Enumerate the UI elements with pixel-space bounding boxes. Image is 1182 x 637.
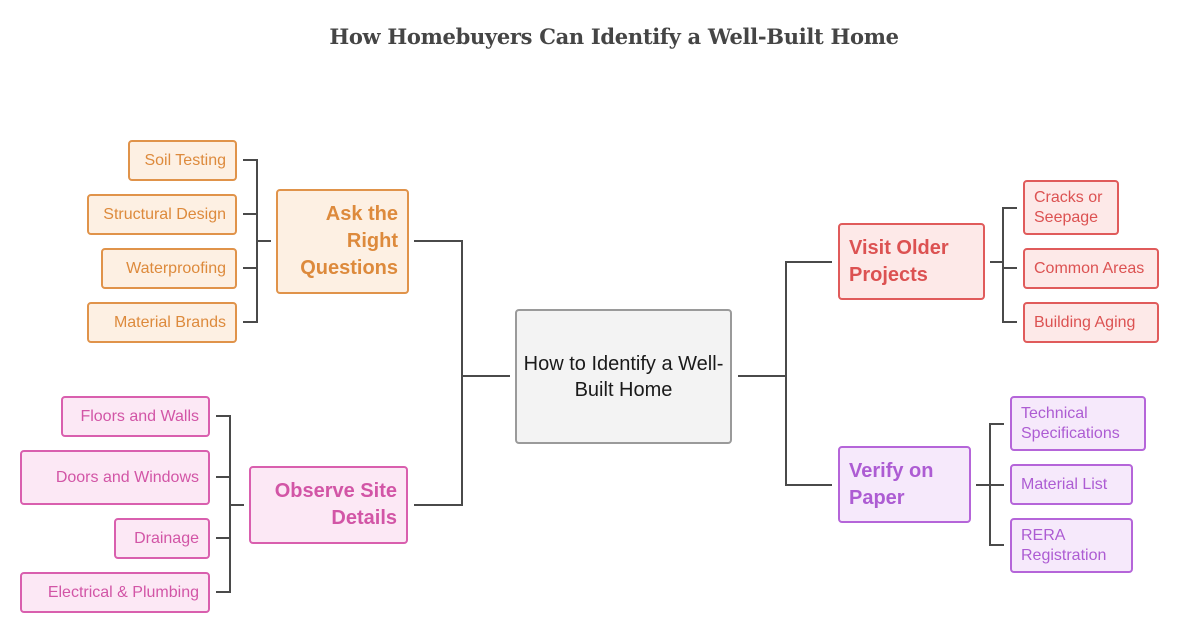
leaf-soil-testing: Soil Testing: [128, 140, 237, 181]
branch-verify-on-paper: Verify on Paper: [838, 446, 971, 523]
leaf-common-areas: Common Areas: [1023, 248, 1159, 289]
leaf-material-list: Material List: [1010, 464, 1133, 505]
leaf-cracks-or-seepage: Cracks or Seepage: [1023, 180, 1119, 235]
leaf-technical-specifications: Technical Specifications: [1010, 396, 1146, 451]
branch-ask-right-questions: Ask the Right Questions: [276, 189, 409, 294]
central-topic: How to Identify a Well-Built Home: [515, 309, 732, 444]
leaf-drainage: Drainage: [114, 518, 210, 559]
leaf-structural-design: Structural Design: [87, 194, 237, 235]
leaf-rera-registration: RERA Registration: [1010, 518, 1133, 573]
leaf-waterproofing: Waterproofing: [101, 248, 237, 289]
branch-visit-older-projects: Visit Older Projects: [838, 223, 985, 300]
diagram-title: How Homebuyers Can Identify a Well-Built…: [329, 24, 899, 49]
leaf-electrical-plumbing: Electrical & Plumbing: [20, 572, 210, 613]
leaf-floors-and-walls: Floors and Walls: [61, 396, 210, 437]
leaf-building-aging: Building Aging: [1023, 302, 1159, 343]
leaf-material-brands: Material Brands: [87, 302, 237, 343]
branch-observe-site-details: Observe Site Details: [249, 466, 408, 544]
leaf-doors-and-windows: Doors and Windows: [20, 450, 210, 505]
